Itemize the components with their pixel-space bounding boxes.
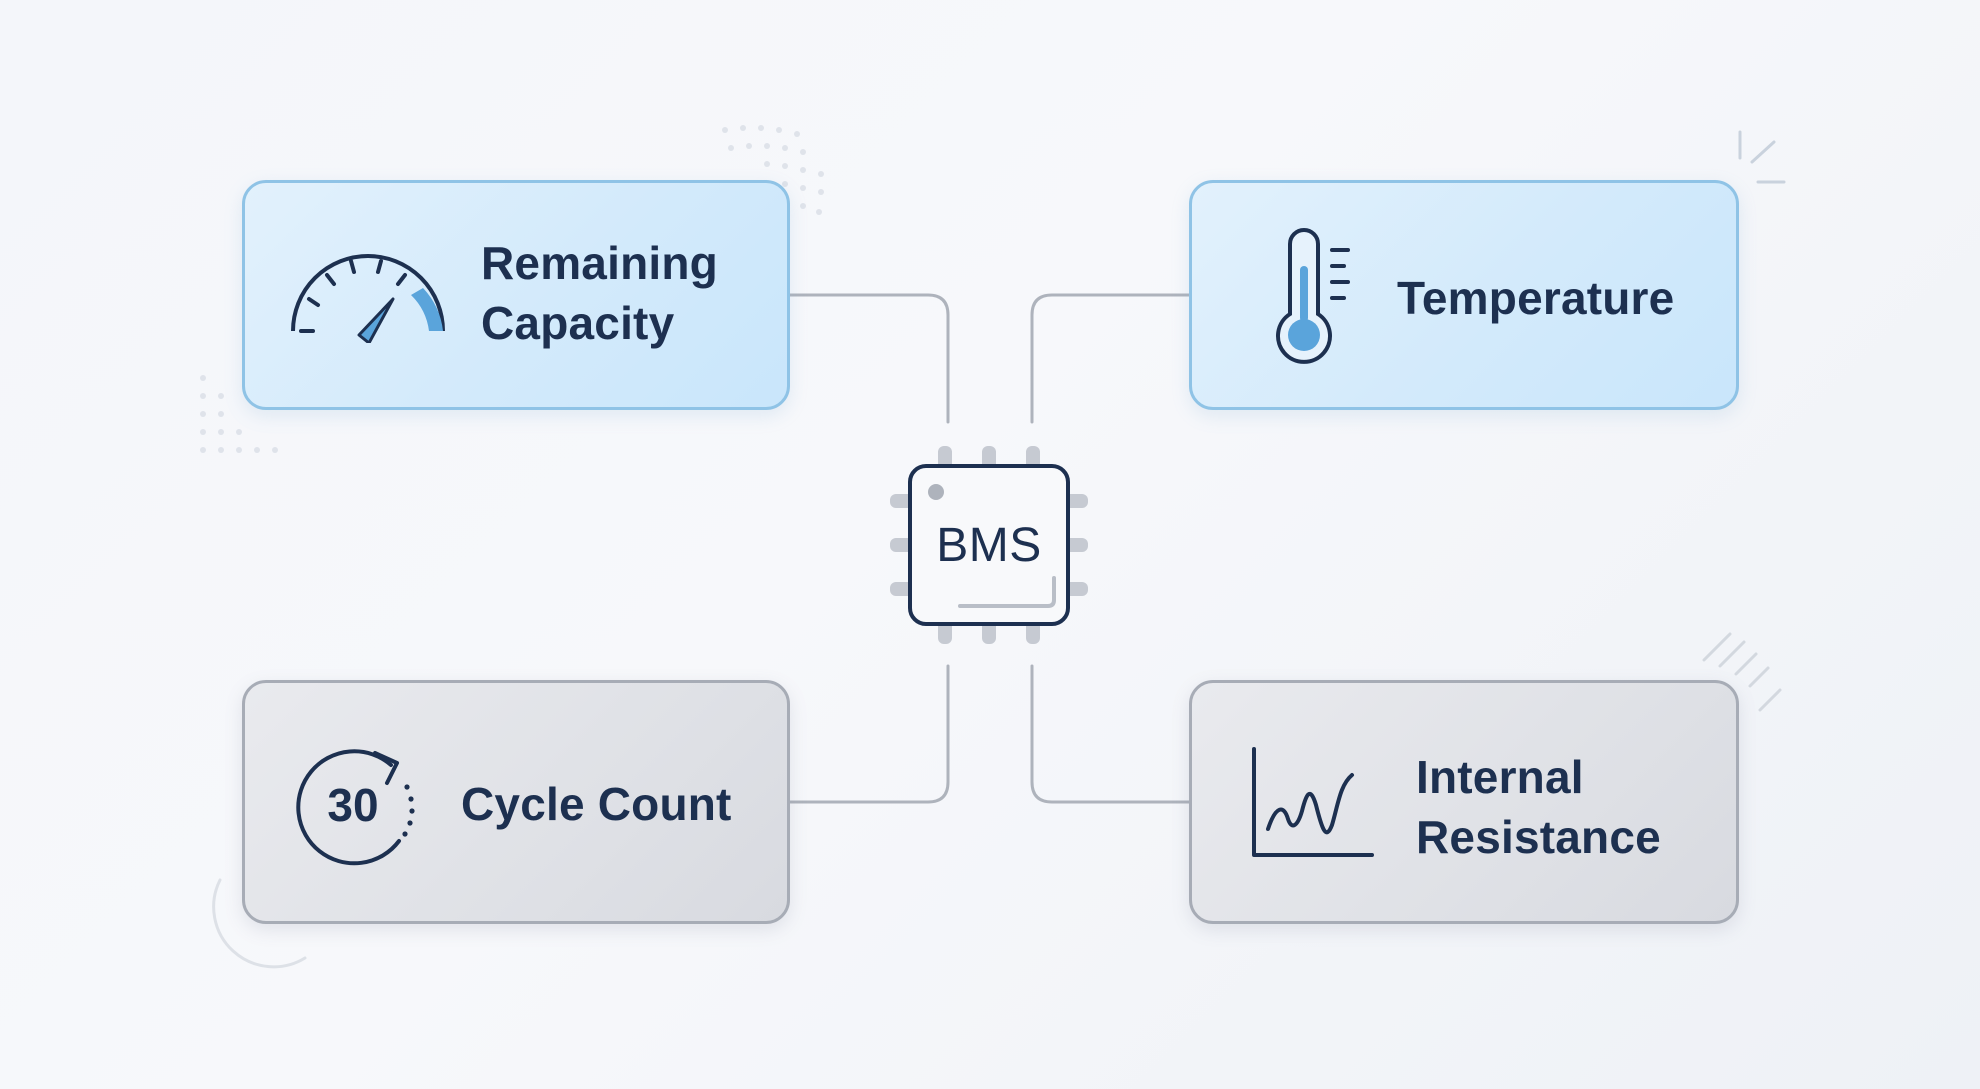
internal-resistance-label-line1: Internal bbox=[1416, 751, 1584, 803]
cycle-arrow-icon: 30 bbox=[296, 749, 415, 866]
internal-resistance-label-line2: Resistance bbox=[1416, 811, 1661, 863]
waveform-graph-icon bbox=[1252, 747, 1374, 857]
speedometer-icon bbox=[291, 254, 445, 343]
cycle-count-label: Cycle Count bbox=[461, 778, 732, 830]
dot-pattern-left bbox=[200, 375, 278, 453]
remaining-capacity-label-line2: Capacity bbox=[481, 297, 675, 349]
thermometer-icon bbox=[1276, 228, 1350, 364]
connector-resistance bbox=[1030, 664, 1191, 804]
remaining-capacity-label: Remaining Capacity bbox=[481, 233, 718, 353]
temperature-label: Temperature bbox=[1397, 272, 1675, 324]
arc-decoration-bottom-left bbox=[212, 878, 307, 969]
temperature-card: Temperature bbox=[1189, 180, 1739, 410]
internal-resistance-card: Internal Resistance bbox=[1189, 680, 1739, 924]
bms-chip: BMS bbox=[886, 442, 1092, 648]
spark-lines-top-right bbox=[1738, 130, 1786, 184]
remaining-capacity-label-line1: Remaining bbox=[481, 237, 718, 289]
cycle-count-card: 30 Cycle Count bbox=[242, 680, 790, 924]
connector-cycle bbox=[788, 664, 950, 804]
connector-capacity bbox=[788, 293, 950, 424]
chip-icon bbox=[890, 446, 1088, 644]
remaining-capacity-card: Remaining Capacity bbox=[242, 180, 790, 410]
hatch-lines-right bbox=[1702, 632, 1782, 712]
connector-temperature bbox=[1030, 293, 1191, 424]
bms-label: BMS bbox=[936, 518, 1042, 572]
cycle-number: 30 bbox=[327, 779, 378, 831]
internal-resistance-label: Internal Resistance bbox=[1416, 747, 1661, 867]
dot-pattern-top bbox=[722, 125, 824, 215]
